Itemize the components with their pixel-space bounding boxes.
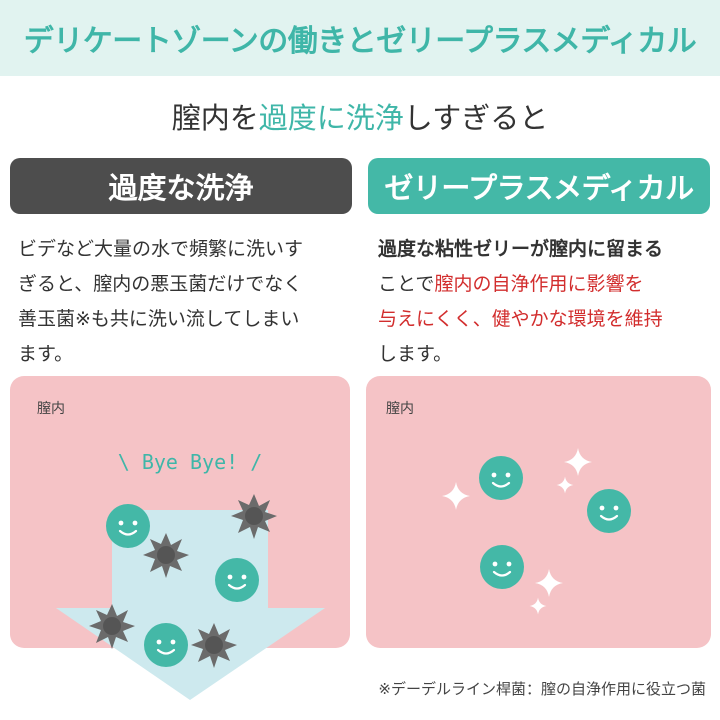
right-desc-line2-black: ことで <box>378 273 435 295</box>
subtitle-highlight: 過度に洗浄 <box>258 101 404 135</box>
right-desc-line2: ことで膣内の自浄作用に影響を <box>378 267 713 302</box>
right-description: 過度な粘性ゼリーが膣内に留まる ことで膣内の自浄作用に影響を 与えにくく、健やか… <box>378 232 713 372</box>
good-bacteria-icon <box>142 621 190 669</box>
right-desc-line1: 過度な粘性ゼリーが膣内に留まる <box>378 238 664 260</box>
section-subtitle: 膣内を過度に洗浄しすぎると <box>0 95 720 137</box>
product-label: ゼリープラスメディカル <box>368 158 710 214</box>
down-arrow-icon <box>56 510 325 700</box>
left-desc-line: 善玉菌※も共に洗い流してしまい <box>18 308 300 330</box>
header-title: デリケートゾーンの働きとゼリープラスメディカル <box>23 24 697 59</box>
right-panel-label: 膣内 <box>386 401 414 417</box>
excessive-washing-label: 過度な洗浄 <box>10 158 352 214</box>
good-bacteria-icon <box>477 454 525 502</box>
right-desc-line2-red: 膣内の自浄作用に影響を <box>434 273 644 295</box>
left-desc-line: ます。 <box>18 343 74 365</box>
left-description: ビデなど大量の水で頻繁に洗いす ぎると、膣内の悪玉菌だけでなく 善玉菌※も共に洗… <box>18 232 353 372</box>
bye-bye-text: \ Bye Bye! / <box>117 450 263 474</box>
footnote: ※デーデルライン桿菌：膣の自浄作用に役立つ菌 <box>378 680 706 698</box>
good-bacteria-icon <box>104 502 152 550</box>
sparkle-icon <box>442 482 470 510</box>
left-panel-label: 膣内 <box>37 401 65 417</box>
right-desc-line4: します。 <box>378 343 453 365</box>
sparkle-icon <box>564 448 592 476</box>
subtitle-suffix: しすぎると <box>403 101 549 135</box>
sparkle-icon <box>529 597 547 615</box>
subtitle-prefix: 膣内を <box>171 101 259 135</box>
left-desc-line: ぎると、膣内の悪玉菌だけでなく <box>18 273 303 295</box>
good-bacteria-icon <box>478 543 526 591</box>
good-bacteria-icon <box>585 487 633 535</box>
sparkle-icon <box>535 569 563 597</box>
good-bacteria-icon <box>213 556 261 604</box>
sparkle-icon <box>556 476 574 494</box>
header-banner: デリケートゾーンの働きとゼリープラスメディカル <box>0 0 720 76</box>
left-desc-line: ビデなど大量の水で頻繁に洗いす <box>18 238 304 260</box>
right-desc-line3: 与えにくく、健やかな環境を維持 <box>378 308 663 330</box>
